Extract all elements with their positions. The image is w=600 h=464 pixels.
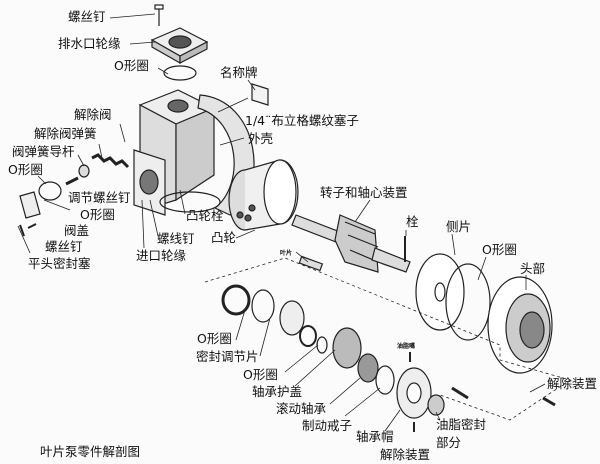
label-valve-cap: 阀盖 (64, 223, 90, 238)
label-spring-guide: 阀弹簧导杆 (12, 144, 75, 159)
vane-part (298, 255, 324, 272)
rotor-shaft-part (291, 214, 411, 273)
label-grease-seal-1: 油脂密封 (436, 417, 487, 432)
label-screw-left: 螺丝钉 (45, 239, 83, 254)
label-cam: 凸轮 (211, 230, 237, 245)
bearing-stack-parts (221, 284, 556, 432)
label-bearing-cap: 轴承帽 (356, 429, 394, 444)
label-screw-top: 螺丝钉 (68, 9, 106, 24)
discharge-flange-part (150, 27, 209, 65)
label-seal-shim: 密封调节片 (196, 349, 259, 364)
label-relief-device-right: 解除装置 (547, 376, 598, 391)
label-roller-bearing: 滚动轴承 (276, 401, 327, 416)
head-part (487, 276, 553, 374)
diagram-title: 叶片泵零件解剖图 (40, 444, 141, 459)
label-relief-device-bottom: 解除装置 (380, 447, 431, 462)
top-oring-part (163, 65, 197, 81)
label-relief-valve: 解除阀 (74, 107, 112, 122)
label-vane: 叶片 (280, 250, 293, 257)
label-adjust-screw: 调节螺丝钉 (68, 190, 131, 205)
label-cap-screw: 螺线钉 (157, 231, 195, 246)
label-head: 头部 (520, 261, 546, 276)
label-grease-seal-2: 部分 (436, 435, 462, 450)
label-pipe-plug: 1/4¨布立格螺纹塞子 (245, 113, 359, 128)
label-discharge-flange: 排水口轮缘 (58, 36, 121, 51)
relief-valve-parts (19, 153, 130, 237)
label-bearing-cover: 轴承护盖 (252, 384, 303, 399)
label-oring-left: O形圈 (8, 162, 43, 177)
label-grease-fitting: 油脂嘴 (397, 343, 416, 350)
assembly-outline (204, 257, 571, 421)
label-inlet-flange: 进口轮缘 (136, 248, 187, 263)
label-relief-spring: 解除阀弹簧 (34, 126, 97, 141)
label-side-plate: 侧片 (446, 219, 472, 234)
label-casing: 外壳 (248, 131, 274, 146)
label-rotor-shaft: 转子和轴心装置 (320, 185, 408, 200)
label-lock-ring: 制动戒子 (302, 418, 353, 433)
label-oring-head: O形圈 (482, 242, 517, 257)
top-screw-part (154, 4, 164, 26)
nameplate-part (251, 83, 269, 106)
label-oring-seal: O形圈 (197, 331, 232, 346)
leader-lines (17, 13, 546, 432)
label-nameplate: 名称牌 (220, 65, 258, 80)
label-cam-pin: 凸轮栓 (186, 208, 224, 223)
label-oring-left2: O形圈 (80, 207, 115, 222)
label-pin: 栓 (406, 214, 419, 229)
cam-ring-part (228, 159, 299, 231)
head-oring-part (445, 263, 491, 341)
label-oring-small: O形圈 (243, 367, 278, 382)
label-oring-top: O形圈 (114, 58, 149, 73)
label-flat-plug: 平头密封塞 (28, 256, 91, 271)
